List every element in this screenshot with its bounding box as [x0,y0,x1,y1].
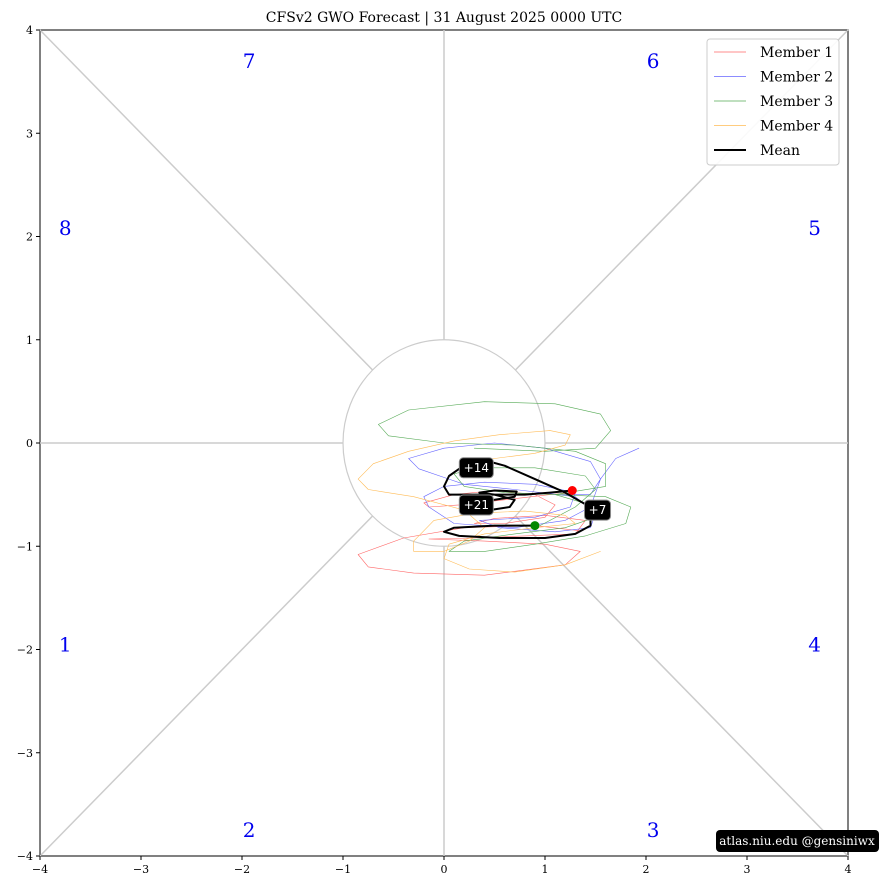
start-marker [530,521,540,531]
x-tick-label: −4 [32,863,48,876]
series-lines [357,401,640,576]
guide-diagonal-2 [39,29,374,371]
markers [530,485,577,531]
x-tick-label: −3 [133,863,149,876]
day-label-box [458,457,494,479]
series-line-member-3 [378,401,632,552]
legend-label: Mean [760,143,800,159]
phase-guides [39,29,849,857]
y-tick-label: 2 [26,231,33,244]
phase-label-3: 3 [647,818,660,842]
series-line-member-4 [357,430,601,573]
y-axis-ticks: −4 −3 −2 −1 0 1 2 3 4 [17,24,40,863]
y-tick-label: −3 [17,747,33,760]
phase-label-7: 7 [243,49,256,73]
y-tick-label: −2 [17,644,33,657]
y-tick-label: 3 [26,127,33,140]
day-label: +7 [589,503,607,517]
series-line-mean [443,460,597,539]
legend-label: Member 4 [760,119,833,135]
day-label: +21 [464,498,489,512]
end-marker [567,485,577,495]
day-labels: +7 +14 +21 [458,457,612,521]
phase-label-8: 8 [59,216,72,240]
guide-diagonal-1 [514,515,849,857]
x-tick-label: 1 [542,863,549,876]
series-line-member-1 [357,490,586,576]
phase-label-4: 4 [808,632,821,656]
credit-badge: atlas.niu.edu @gensiniwx [716,830,879,852]
x-tick-label: −2 [234,863,250,876]
x-tick-label: 2 [643,863,650,876]
phase-label-2: 2 [243,818,256,842]
y-tick-label: −4 [17,850,33,863]
y-tick-label: 1 [26,334,33,347]
y-tick-label: 4 [26,24,33,37]
phase-label-5: 5 [808,216,821,240]
credit-text: atlas.niu.edu @gensiniwx [719,834,875,848]
y-tick-label: 0 [26,437,33,450]
legend: Member 1 Member 2 Member 3 Member 4 Mean [706,38,840,166]
day-label-box [458,494,494,516]
unit-circle [342,339,546,547]
day-label: +14 [464,461,489,475]
x-tick-label: 0 [441,863,448,876]
day-label-box [584,499,612,521]
phase-labels: 1 2 3 4 5 6 7 8 [59,49,821,842]
chart-title: CFSv2 GWO Forecast | 31 August 2025 0000… [266,10,622,26]
legend-label: Member 3 [760,94,833,110]
legend-box [706,38,840,166]
y-tick-label: −1 [17,540,33,553]
guide-diagonal-3 [39,515,374,857]
x-tick-label: −1 [335,863,351,876]
phase-label-6: 6 [647,49,660,73]
x-axis-ticks: −4 −3 −2 −1 0 1 2 3 4 [32,856,852,876]
legend-label: Member 2 [760,70,833,86]
x-tick-label: 3 [744,863,751,876]
x-tick-label: 4 [845,863,852,876]
phase-label-1: 1 [59,632,72,656]
legend-label: Member 1 [760,45,833,61]
